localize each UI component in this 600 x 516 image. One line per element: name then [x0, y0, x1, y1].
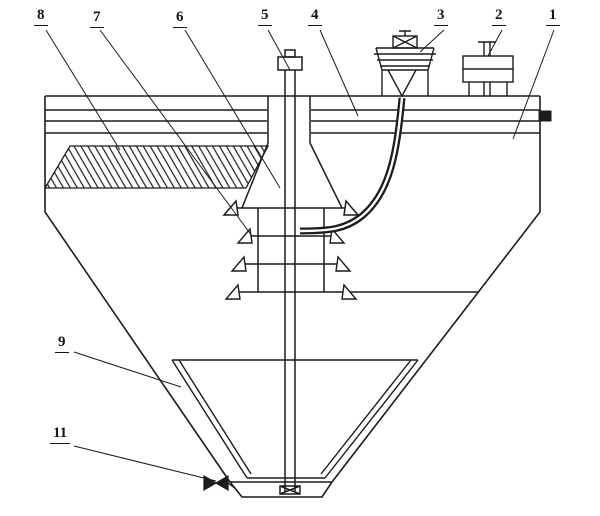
feed-pipe	[299, 97, 406, 235]
overflow-nozzle	[538, 110, 552, 122]
tank-shell	[44, 96, 541, 498]
callout-11: 11	[50, 426, 71, 444]
sludge-hatch-zone	[43, 145, 270, 189]
drive-motor	[374, 30, 436, 98]
leader-2	[487, 29, 503, 57]
drain-valve	[203, 474, 237, 492]
leader-9	[73, 351, 182, 388]
leader-11	[73, 445, 217, 482]
leader-8	[45, 29, 121, 151]
shaft-cap	[277, 56, 303, 71]
leader-4	[319, 29, 359, 117]
leader-lines	[45, 29, 555, 482]
callout-4: 4	[308, 8, 322, 26]
callout-2: 2	[492, 8, 506, 26]
leader-1	[512, 29, 555, 140]
callout-7: 7	[90, 10, 104, 28]
shaft-bottom-bearing	[279, 485, 301, 495]
callout-3: 3	[434, 8, 448, 26]
callout-1: 1	[546, 8, 560, 26]
callout-5: 5	[258, 8, 272, 26]
leader-7	[99, 29, 253, 237]
leader-3	[419, 29, 445, 53]
deflector-plates	[224, 227, 478, 300]
leader-6	[184, 29, 281, 189]
callout-6: 6	[173, 10, 187, 28]
callout-9: 9	[55, 335, 69, 353]
central-shaft	[277, 49, 303, 495]
callout-8: 8	[34, 8, 48, 26]
leader-5	[267, 29, 291, 71]
feed-box	[462, 41, 514, 96]
